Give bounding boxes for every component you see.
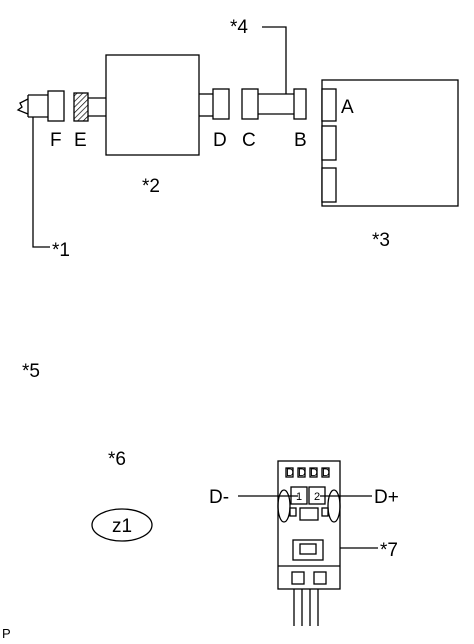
unit-box-3: [321, 79, 459, 207]
signal-label-d-plus: D+: [374, 487, 399, 508]
corner-mark: P: [2, 626, 11, 641]
connector-label-e: E: [74, 130, 87, 151]
pin-2: 2: [314, 491, 320, 503]
connector-a: [321, 88, 337, 122]
callout-1: *1: [52, 240, 70, 261]
callout-4: *4: [230, 17, 248, 38]
pin-1: 1: [296, 491, 302, 503]
callout-2: *2: [142, 176, 160, 197]
connector-label-b: B: [294, 130, 307, 151]
leader-line-4: [262, 26, 287, 94]
signal-label-d-minus: D-: [209, 487, 229, 508]
leader-line-1: [32, 117, 50, 248]
connector-c: [241, 88, 259, 120]
unit-box-2: [105, 54, 200, 156]
oval-badge-label: z1: [112, 516, 132, 537]
oval-badge: z1: [91, 508, 153, 542]
unit-port-2: [321, 125, 337, 161]
terminal-mark: D: [298, 467, 306, 479]
connector-e: [73, 92, 89, 122]
callout-7: *7: [380, 540, 398, 561]
terminal-mark: D: [310, 467, 318, 479]
terminal-mark: D: [322, 467, 330, 479]
connector-front-view: D D D D 1 2: [277, 460, 341, 626]
connector-d: [212, 88, 230, 120]
connector-label-d: D: [213, 130, 227, 151]
cable-end-1: [16, 94, 48, 118]
connector-b: [293, 88, 307, 120]
callout-5: *5: [22, 361, 40, 382]
connector-label-a: A: [341, 97, 354, 118]
connector-label-c: C: [242, 130, 256, 151]
callout-6: *6: [108, 449, 126, 470]
connector-f: [47, 90, 65, 122]
callout-3: *3: [372, 230, 390, 251]
connector-label-f: F: [50, 130, 62, 151]
terminal-mark: D: [286, 467, 294, 479]
unit-port-3: [321, 167, 337, 203]
